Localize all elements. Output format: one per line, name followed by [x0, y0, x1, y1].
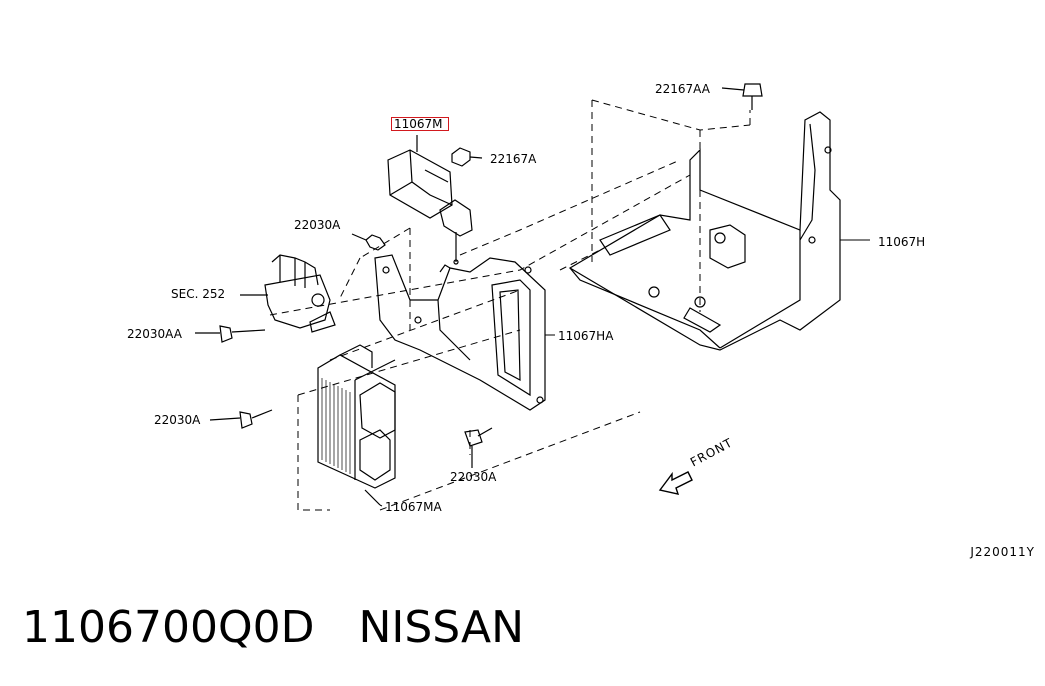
label-22030aa: 22030AA — [127, 327, 182, 341]
label-11067h: 11067H — [878, 235, 926, 249]
label-22030a-left: 22030A — [154, 413, 201, 427]
label-11067ma: 11067MA — [385, 500, 442, 514]
relay-part-11067m — [387, 135, 473, 265]
leader-lines — [379, 239, 870, 507]
dashed-guide-lines — [269, 99, 751, 511]
front-arrow-icon — [658, 471, 693, 495]
brand-name: NISSAN — [358, 602, 525, 653]
tray-bracket-11067h — [568, 111, 841, 351]
diagram-code: J220011Y — [970, 545, 1035, 559]
label-22167a: 22167A — [490, 152, 537, 166]
actuator-sec-252 — [240, 254, 336, 333]
part-number: 1106700Q0D — [22, 602, 315, 653]
label-22030a-lower: 22030A — [450, 470, 497, 484]
part-caption: 1106700Q0D NISSAN — [22, 598, 524, 658]
bracket-11067ha — [374, 254, 546, 411]
bolt-22030aa — [195, 325, 266, 343]
label-22167aa: 22167AA — [655, 82, 710, 96]
bolt-22030a-upper — [351, 233, 386, 251]
bolt-22030a-left — [209, 409, 273, 429]
nut-22167a — [451, 147, 483, 167]
module-11067ma — [317, 344, 396, 506]
highlighted-part-label[interactable]: 11067M — [391, 117, 449, 131]
bolt-22030a-lower — [464, 427, 493, 468]
label-sec-252: SEC. 252 — [171, 287, 226, 301]
bolt-22167aa — [721, 83, 763, 110]
label-11067ha: 11067HA — [558, 329, 614, 343]
label-22030a-upper: 22030A — [294, 218, 341, 232]
